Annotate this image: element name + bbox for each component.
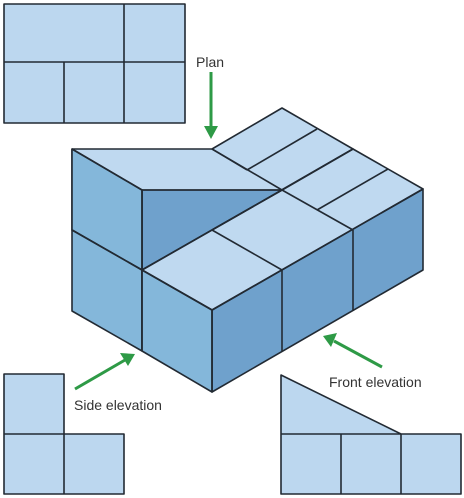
side-elevation-arrow	[74, 353, 135, 391]
plan-view	[3, 3, 186, 124]
plan-arrow	[204, 72, 218, 139]
isometric-block	[71, 107, 424, 393]
front-elevation-arrow	[323, 333, 383, 369]
side-elevation-view	[3, 373, 125, 495]
side-elevation-label: Side elevation	[74, 397, 162, 413]
front-elevation-view	[280, 374, 462, 495]
plan-label: Plan	[196, 54, 224, 70]
front-elevation-label: Front elevation	[329, 374, 422, 390]
